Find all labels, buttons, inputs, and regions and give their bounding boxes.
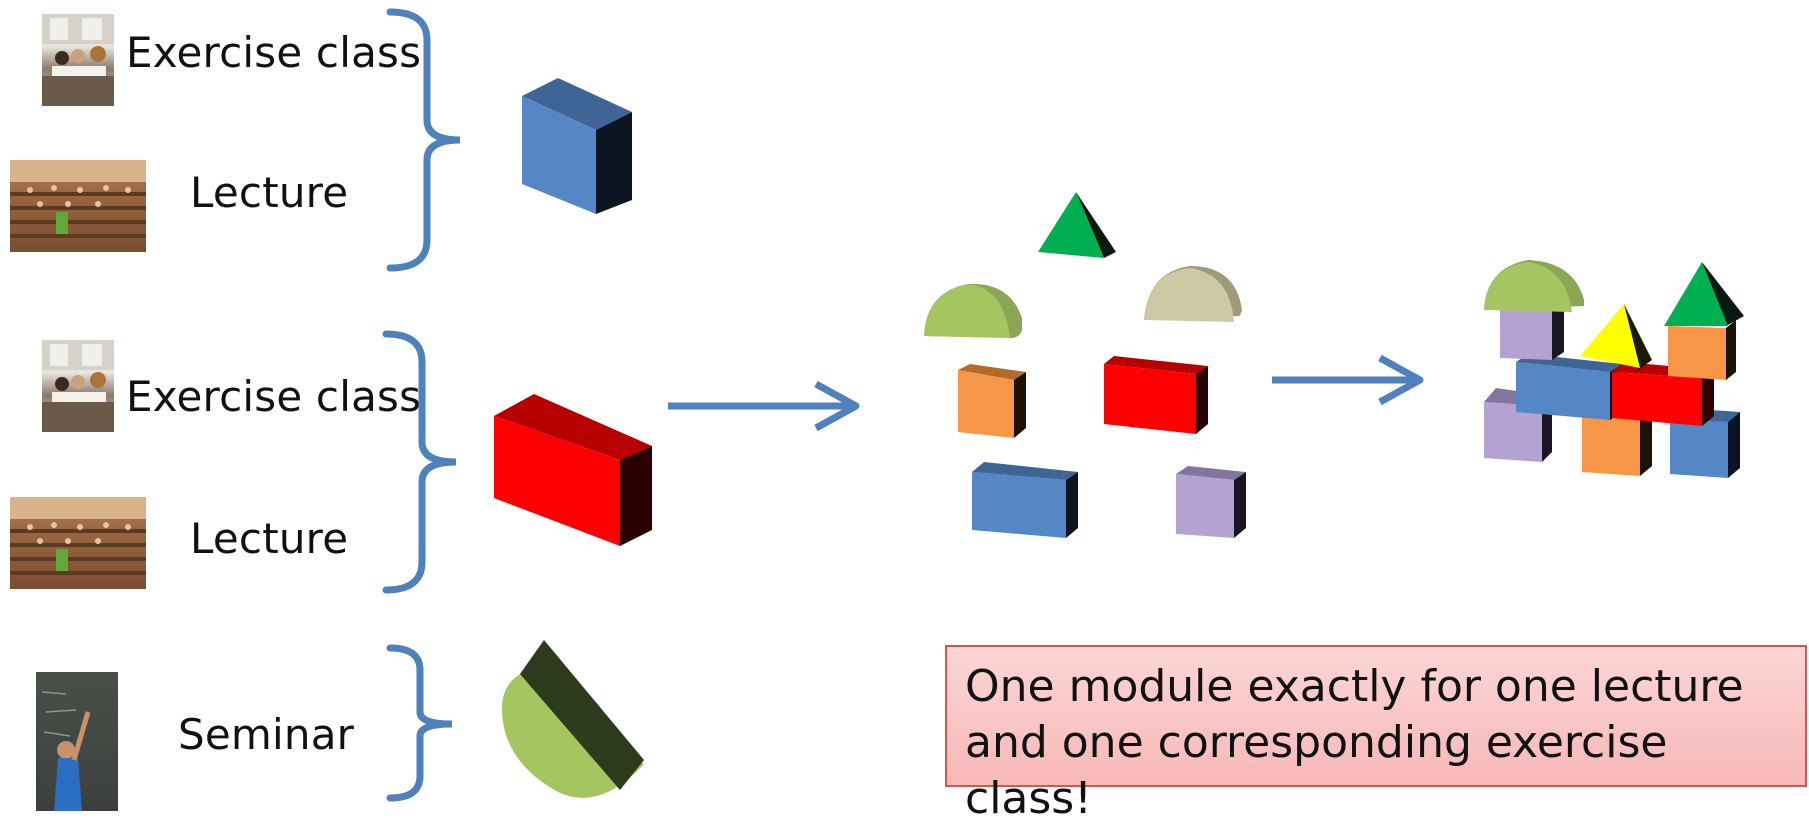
red-brick-block <box>1104 356 1208 434</box>
blue-bottom-right-block <box>1670 408 1740 478</box>
group-3-seminar-label: Seminar <box>178 710 355 759</box>
lavender-top-left-block <box>1500 302 1564 360</box>
blue-middle-block <box>1516 354 1622 420</box>
classroom-photo <box>42 14 114 106</box>
green-triangle-block <box>1038 192 1116 258</box>
green-dome-block <box>924 283 1022 338</box>
brace-group-3 <box>386 644 453 802</box>
lecture-hall-photo-art <box>10 160 146 238</box>
group-2-exercise-class-label: Exercise class <box>126 372 422 421</box>
assembled-structure <box>1484 260 1744 478</box>
orange-cube-block <box>958 364 1026 438</box>
green-half-disc-module <box>501 640 644 798</box>
classroom-photo-art <box>42 14 114 106</box>
group-2-lecture-label: Lecture <box>190 514 349 563</box>
callout-text: One module exactly for one lecture and o… <box>965 661 1744 824</box>
green-dome-top-block <box>1484 260 1584 312</box>
seminar-photo-art <box>41 691 91 811</box>
lecture-hall-photo-art <box>10 497 146 575</box>
scattered-blocks <box>924 192 1246 538</box>
beige-dome-block <box>1144 266 1242 322</box>
classroom-photo-art <box>42 340 114 432</box>
classroom-photo <box>42 340 114 432</box>
seminar-photo <box>36 672 118 811</box>
brace-group-1 <box>386 8 461 272</box>
blue-brick-block <box>972 462 1078 538</box>
lecture-hall-photo <box>10 160 146 252</box>
group-1-lecture-label: Lecture <box>190 168 349 217</box>
callout-box: One module exactly for one lecture and o… <box>945 645 1807 824</box>
arrow-to-blocks <box>668 380 860 432</box>
group-1-exercise-class-label: Exercise class <box>126 28 422 77</box>
blue-block-module <box>522 78 632 214</box>
lavender-cube-block <box>1176 466 1246 538</box>
green-triangle-top-block <box>1664 262 1744 326</box>
red-block-module <box>494 394 652 546</box>
orange-top-right-block <box>1668 320 1736 380</box>
arrow-to-structure <box>1272 354 1424 406</box>
lecture-hall-photo <box>10 497 146 589</box>
brace-group-2 <box>382 330 457 594</box>
yellow-triangle-top-block <box>1580 304 1652 370</box>
